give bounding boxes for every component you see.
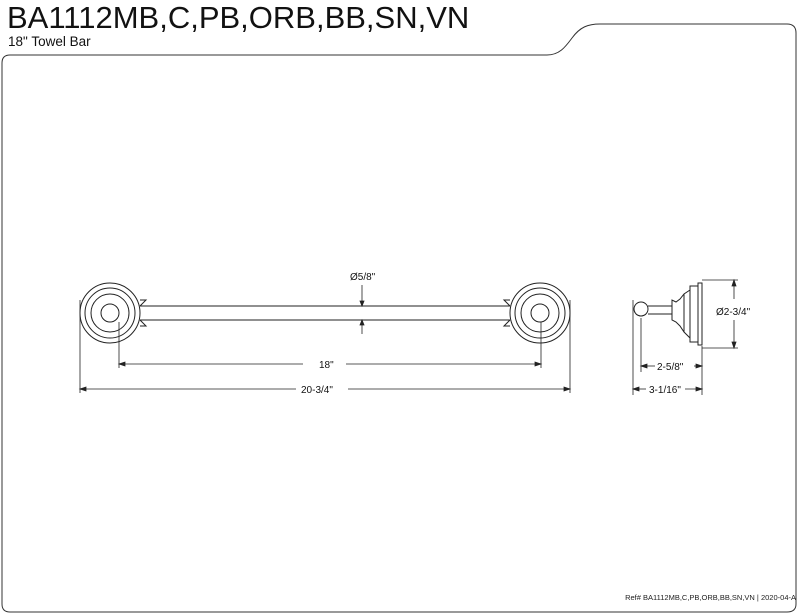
drawing-frame: [1, 23, 797, 613]
reference-number: Ref# BA1112MB,C,PB,ORB,BB,SN,VN | 2020-0…: [625, 593, 796, 602]
right-flange: [509, 282, 571, 344]
bar-projection-dimension: [639, 318, 704, 395]
flange-diameter-dimension: [702, 278, 738, 350]
product-description: 18" Towel Bar: [8, 34, 91, 49]
front-view: [78, 282, 572, 393]
product-model-title: BA1112MB,C,PB,ORB,BB,SN,VN: [7, 0, 470, 35]
left-flange: [79, 282, 141, 344]
total-projection-label: 3-1/16": [649, 385, 681, 396]
total-projection-dimension: [631, 300, 704, 395]
side-view: [631, 278, 738, 395]
bar-projection-label: 2-5/8": [657, 362, 684, 373]
flange-diameter-label: Ø2-3/4": [716, 307, 751, 318]
towel-bar: [139, 299, 511, 327]
bar-diameter-dimension: [359, 285, 365, 334]
bar-length-dimension: [117, 322, 543, 368]
overall-length-dimension: [78, 300, 572, 393]
bar-diameter-label: Ø5/8": [350, 272, 376, 283]
overall-length-label: 20-3/4": [301, 385, 333, 396]
bar-length-label: 18": [319, 360, 334, 371]
